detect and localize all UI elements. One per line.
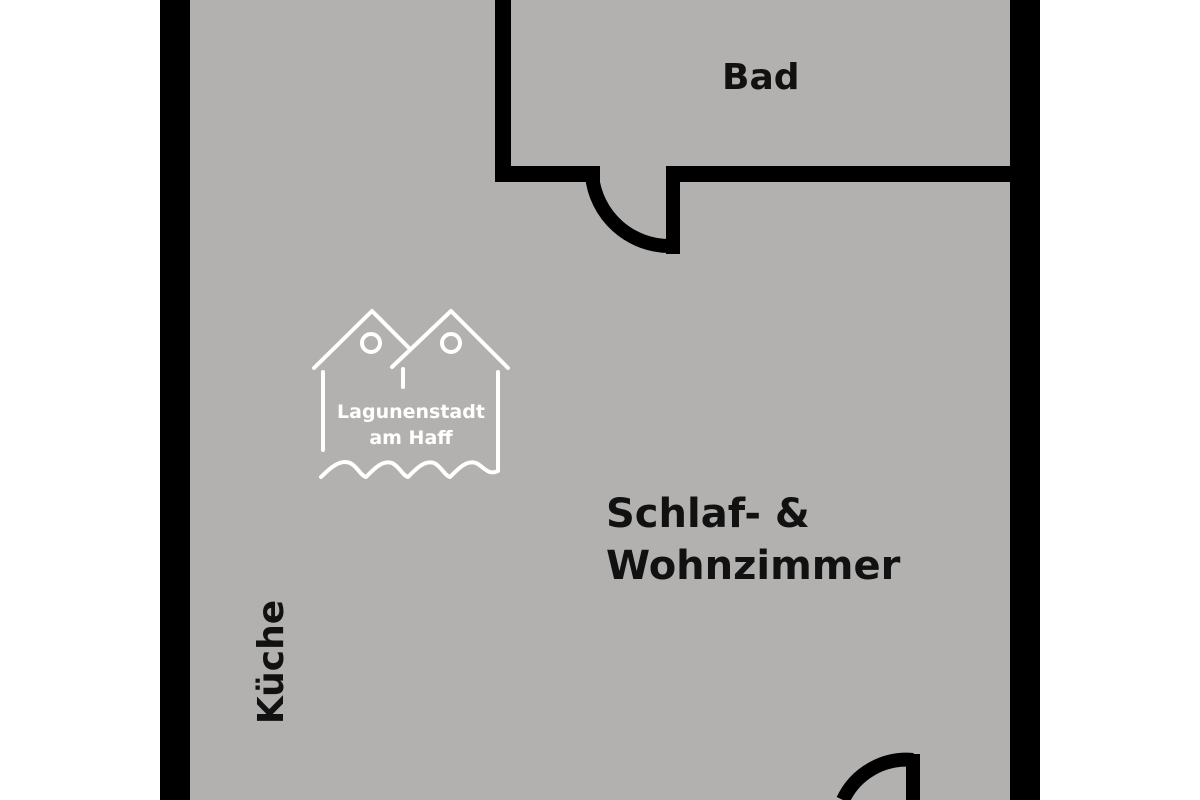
room-label-kitchen: Küche — [251, 599, 292, 725]
brand-logo: Lagunenstadt am Haff — [308, 305, 514, 485]
entrance-door-swing — [836, 752, 914, 800]
outer-wall-right — [1010, 0, 1040, 800]
bathroom-wall-bottom-left — [495, 166, 600, 182]
room-label-living: Schlaf- & Wohnzimmer — [606, 488, 900, 592]
logo-text-line1: Lagunenstadt — [337, 401, 485, 423]
room-label-living-line2: Wohnzimmer — [606, 543, 901, 589]
outer-wall-left — [160, 0, 190, 800]
bathroom-wall-left — [495, 0, 511, 182]
bathroom-door-swing — [585, 175, 671, 254]
logo-text-line2: am Haff — [369, 427, 453, 449]
floor-area — [190, 0, 1010, 800]
room-label-living-line1: Schlaf- & — [606, 491, 810, 537]
bathroom-wall-bottom-right — [666, 166, 1010, 182]
twin-houses-on-water-icon — [312, 309, 510, 479]
room-label-bathroom: Bad — [722, 57, 800, 98]
bathroom-door-leaf — [666, 170, 680, 254]
